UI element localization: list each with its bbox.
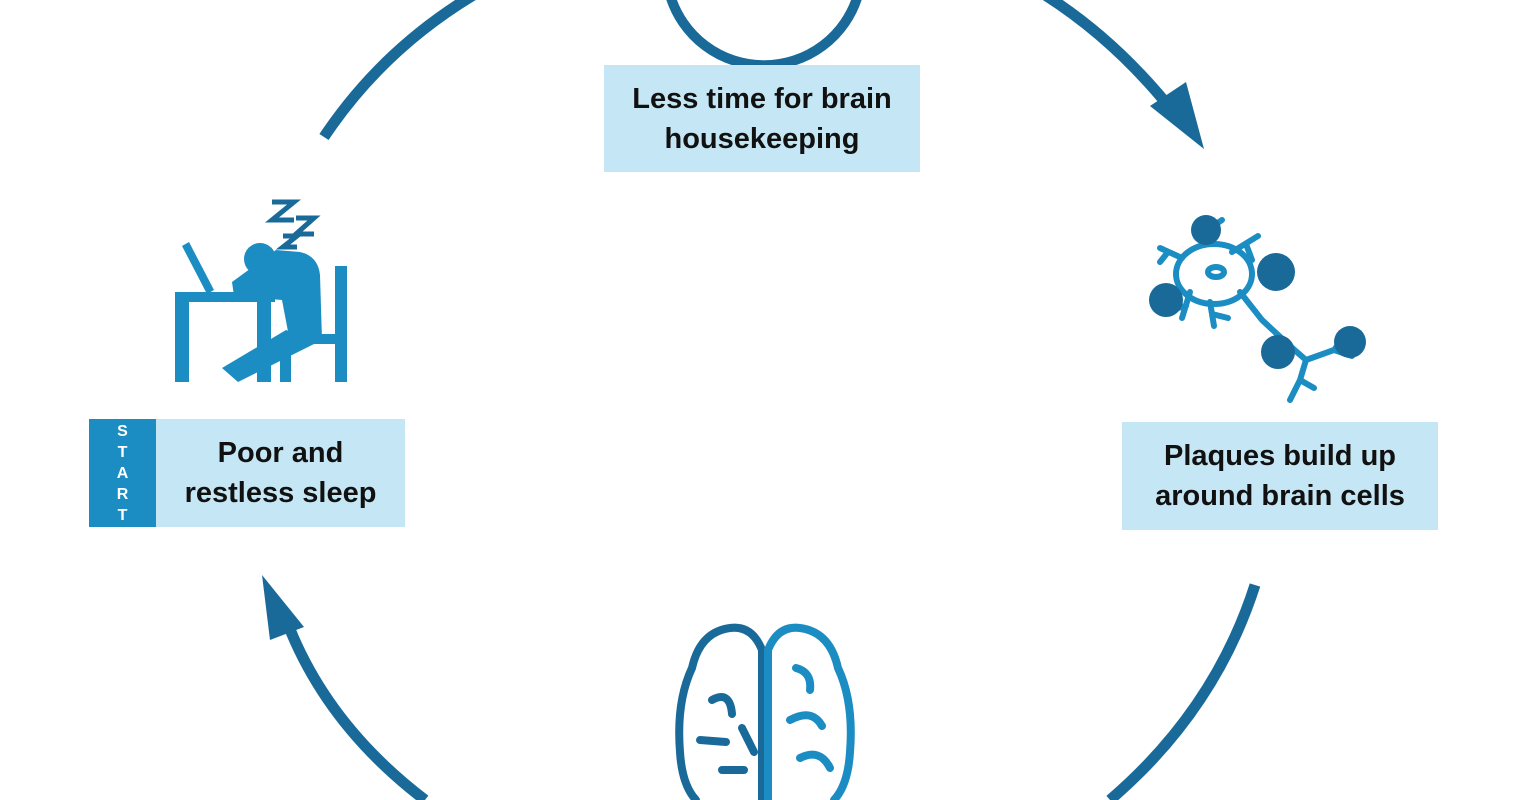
node-label-line: Less time for brain (632, 82, 892, 115)
zzz-icon (264, 199, 321, 250)
node-label-line: around brain cells (1155, 480, 1405, 512)
brain-icon (675, 623, 855, 800)
node-label-left: Poor and restless sleep (156, 419, 405, 527)
start-letter: R (116, 485, 129, 503)
node-label-line: Poor and (217, 437, 344, 469)
start-letter: A (116, 464, 129, 482)
start-letter: T (117, 443, 128, 461)
node-label-line: Plaques build up (1163, 440, 1396, 472)
sleeping-at-desk-icon (175, 199, 347, 382)
node-label-right: Plaques build up around brain cells (1122, 422, 1438, 530)
node-label-line: housekeeping (664, 122, 860, 155)
start-letter: T (117, 506, 128, 524)
node-label-line: restless sleep (184, 477, 377, 509)
arrow-bottom-to-left (276, 606, 429, 800)
neuron-plaques-icon (1149, 215, 1366, 403)
arrow-top-to-right (1042, 0, 1183, 122)
arrow-left-to-top (319, 0, 476, 141)
cycle-arrows (276, 0, 1261, 800)
laptop-icon (182, 242, 214, 294)
partial-circle-icon (666, 0, 862, 71)
node-label-top: Less time for brain housekeeping (604, 65, 920, 172)
arrow-right-to-bottom (1106, 583, 1261, 800)
start-letter: S (117, 422, 128, 440)
start-tab: S T A R T (89, 419, 156, 527)
arrowheads (262, 82, 1204, 640)
arrowhead-bottom-left (262, 575, 304, 640)
arrowhead-top-right (1150, 82, 1204, 149)
